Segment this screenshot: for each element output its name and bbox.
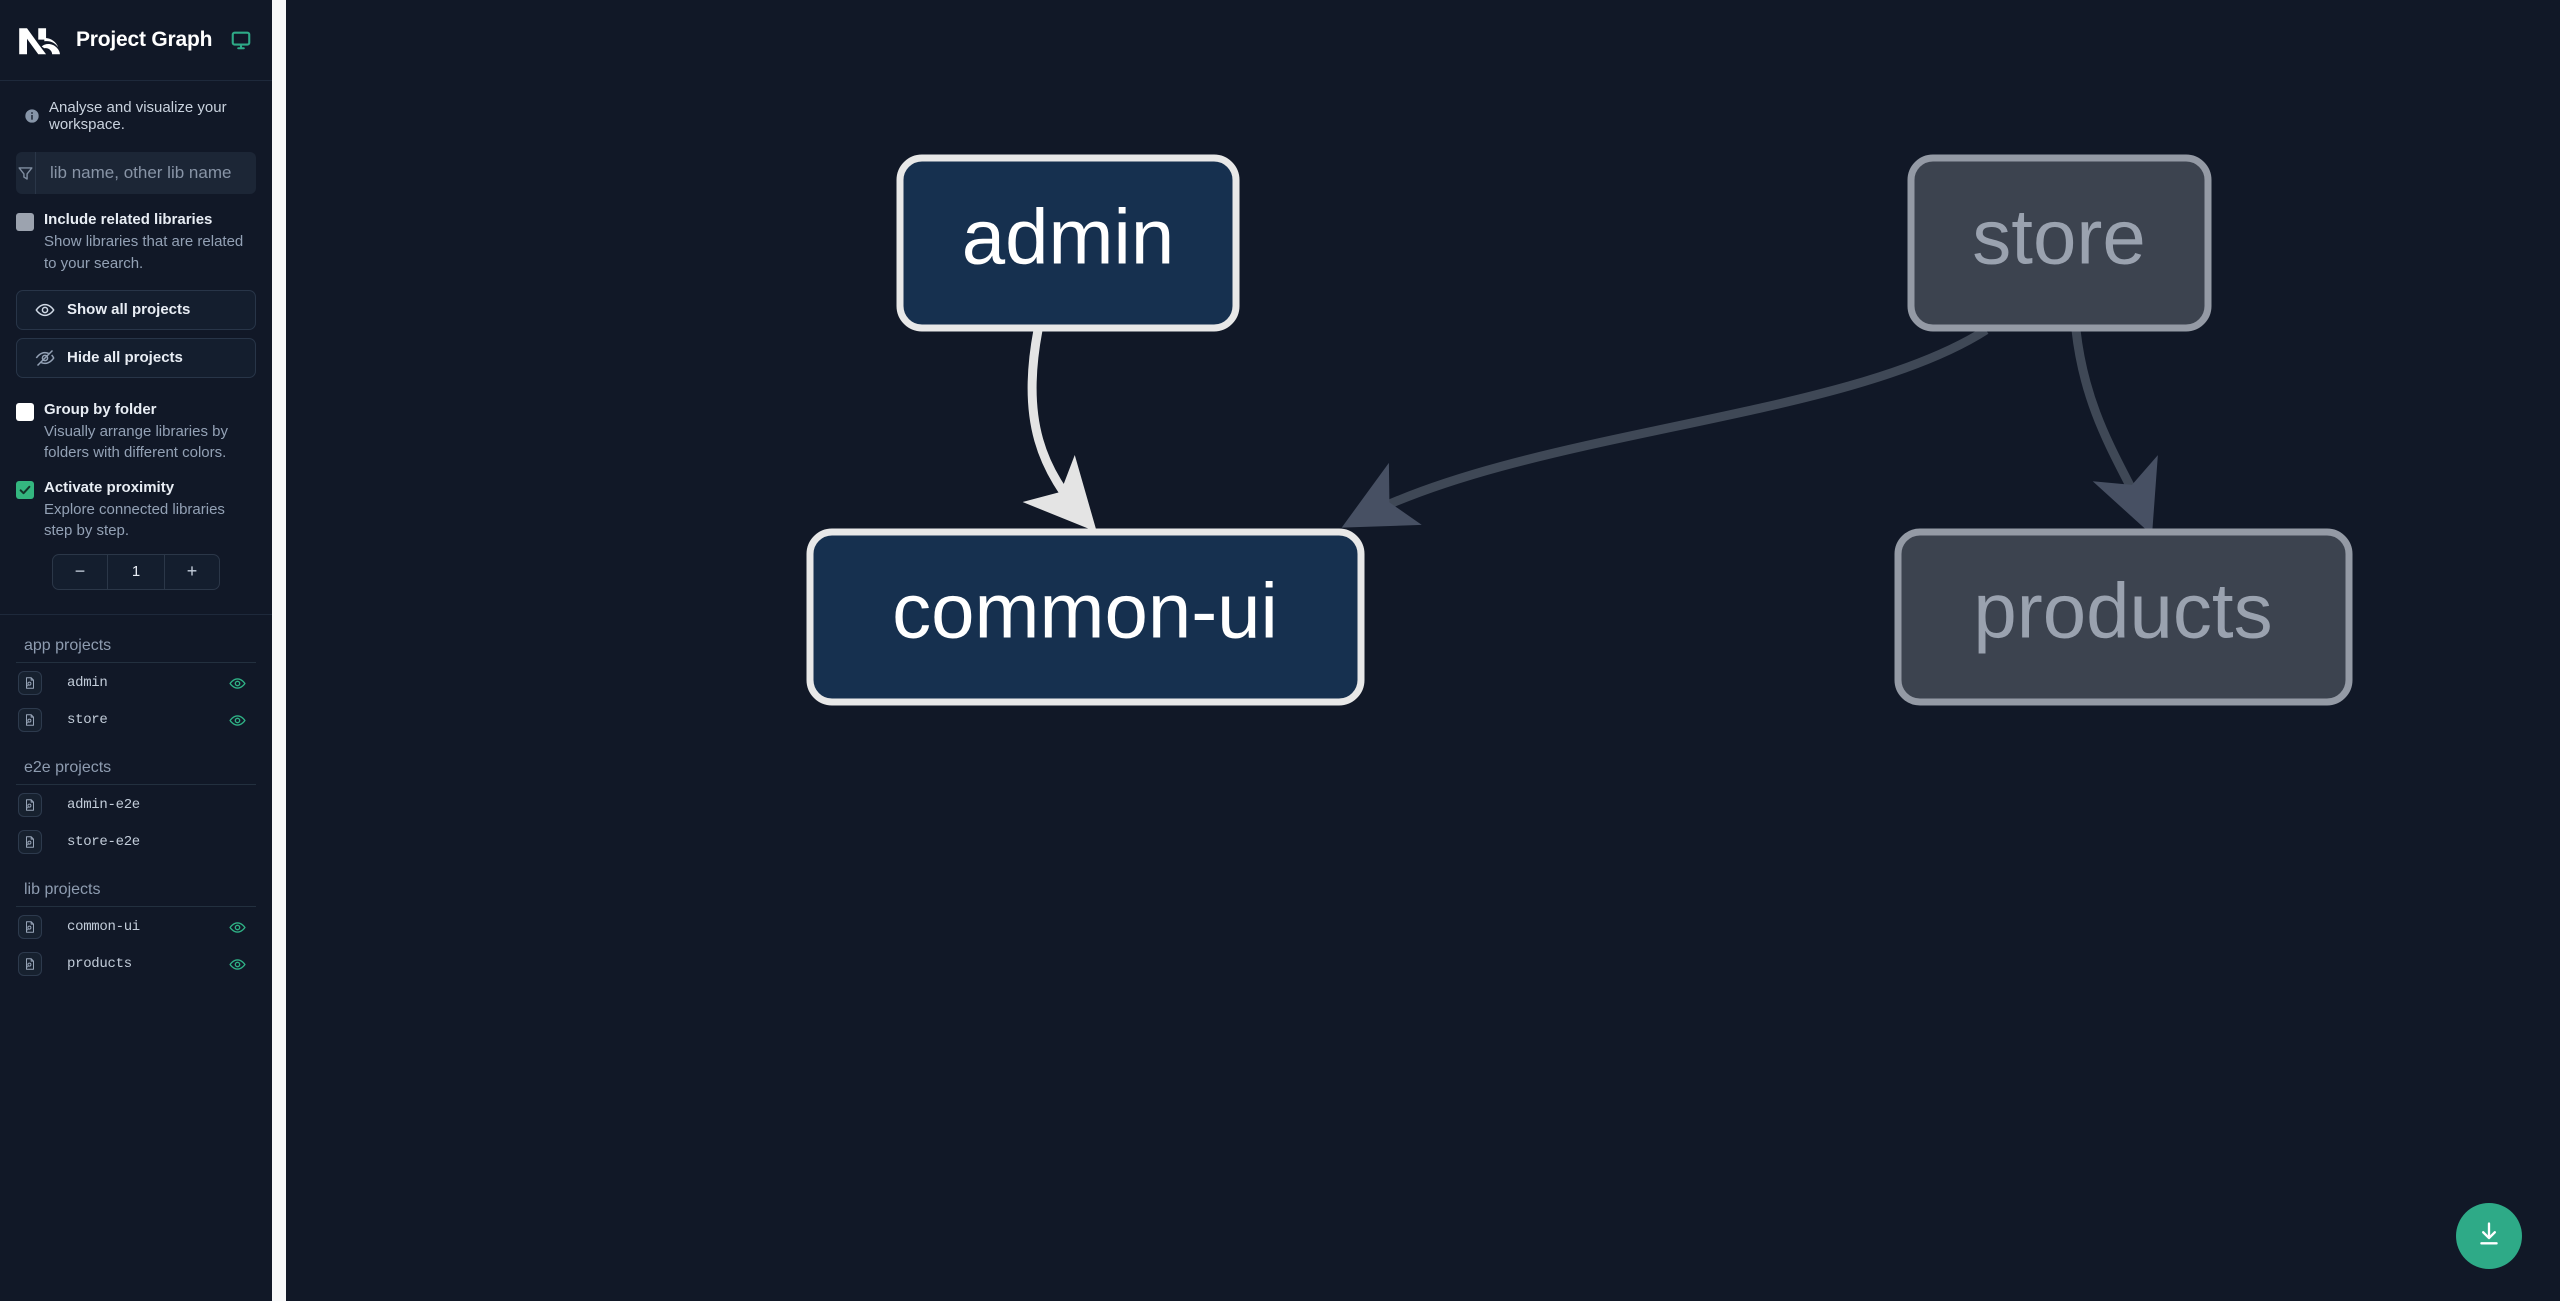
hide-all-projects-button[interactable]: Hide all projects — [16, 337, 256, 378]
nx-logo — [14, 20, 66, 60]
project-graph-canvas[interactable]: admin store common-ui products — [286, 0, 2560, 1301]
project-icon — [18, 671, 42, 696]
project-row-admin[interactable]: admin — [16, 667, 256, 700]
option-include-related-libraries[interactable]: Include related libraries Show libraries… — [0, 194, 272, 274]
project-group-e2e: e2e projects admin-e2e — [0, 737, 272, 859]
tagline-text: Analyse and visualize your workspace. — [49, 99, 227, 133]
group-title: app projects — [24, 636, 112, 654]
node-label-products: products — [1973, 567, 2272, 655]
tagline-row: Analyse and visualize your workspace. — [0, 81, 272, 133]
eye-icon[interactable] — [229, 675, 246, 692]
option-description: Visually arrange libraries by folders wi… — [44, 423, 228, 462]
page-title: Project Graph — [76, 28, 213, 51]
project-name: common-ui — [67, 919, 140, 936]
graph-svg: admin store common-ui products — [806, 154, 2353, 706]
option-activate-proximity[interactable]: Activate proximity Explore connected lib… — [0, 464, 272, 542]
project-icon — [18, 915, 42, 940]
project-group-lib: lib projects common-ui — [0, 859, 272, 981]
edge-admin-to-common-ui — [1022, 329, 1097, 533]
group-title: lib projects — [24, 880, 101, 898]
project-row-products[interactable]: products — [16, 948, 256, 981]
proximity-value: 1 — [107, 554, 165, 589]
search-box[interactable] — [16, 152, 256, 194]
proximity-decrement-button[interactable]: − — [74, 561, 86, 582]
project-name: store-e2e — [67, 834, 140, 851]
app-header: Project Graph — [0, 0, 272, 81]
checkbox-group-by-folder[interactable] — [16, 402, 34, 421]
graph-node-common-ui[interactable]: common-ui — [806, 528, 1365, 706]
hide-all-projects-label: Hide all projects — [67, 349, 183, 367]
node-rect-common-ui[interactable] — [806, 528, 1365, 706]
option-description: Show libraries that are related to your … — [44, 233, 244, 272]
option-label: Activate proximity — [44, 478, 175, 496]
node-rect-store[interactable] — [1907, 154, 2212, 332]
edge-store-to-common-ui — [1341, 326, 1989, 528]
eye-icon — [35, 300, 55, 320]
checkbox-include-related-libraries[interactable] — [16, 213, 34, 231]
eye-icon[interactable] — [229, 919, 246, 936]
option-label: Group by folder — [44, 400, 157, 418]
option-description: Explore connected libraries step by step… — [44, 500, 225, 540]
project-name: admin-e2e — [67, 797, 140, 814]
project-name: products — [67, 956, 132, 973]
project-row-admin-e2e[interactable]: admin-e2e — [16, 789, 256, 822]
project-icon — [18, 952, 42, 977]
info-icon — [24, 108, 40, 124]
node-label-common-ui: common-ui — [892, 567, 1278, 655]
graph-node-admin[interactable]: admin — [896, 154, 1240, 332]
filter-section — [0, 133, 272, 194]
project-row-store-e2e[interactable]: store-e2e — [16, 826, 256, 859]
show-all-projects-label: Show all projects — [67, 301, 191, 319]
node-label-store: store — [1972, 193, 2145, 281]
search-input[interactable] — [36, 152, 256, 194]
group-rule — [16, 661, 256, 663]
group-rule — [16, 783, 256, 785]
node-rect-admin[interactable] — [896, 154, 1240, 332]
graph-edges — [1022, 326, 2158, 536]
download-icon — [2475, 1220, 2503, 1253]
edge-store-to-products — [2071, 329, 2158, 536]
option-group-by-folder[interactable]: Group by folder Visually arrange librari… — [0, 386, 272, 464]
group-title: e2e projects — [24, 758, 112, 776]
graph-node-products[interactable]: products — [1894, 528, 2353, 706]
filter-icon — [16, 164, 35, 183]
sidebar-scrollbar[interactable] — [272, 0, 286, 1301]
sidebar-divider — [0, 613, 272, 615]
group-rule — [16, 905, 256, 907]
node-label-admin: admin — [962, 193, 1174, 281]
eye-icon[interactable] — [229, 956, 246, 973]
show-all-projects-button[interactable]: Show all projects — [16, 289, 256, 330]
graph-node-store[interactable]: store — [1907, 154, 2212, 332]
project-icon — [18, 793, 42, 818]
visibility-buttons: Show all projects Hide all projects — [0, 274, 272, 378]
scrollbar-thumb[interactable] — [272, 0, 286, 1301]
option-label: Include related libraries — [44, 211, 213, 228]
project-name: store — [67, 712, 108, 729]
project-group-app: app projects admin — [0, 615, 272, 737]
sidebar-scroll-area[interactable]: Project Graph — [0, 0, 272, 1301]
proximity-increment-button[interactable]: + — [186, 561, 198, 582]
sidebar: Project Graph — [0, 0, 272, 1301]
checkbox-activate-proximity[interactable] — [16, 480, 34, 499]
proximity-stepper: − 1 + — [0, 542, 272, 590]
project-row-store[interactable]: store — [16, 704, 256, 737]
project-icon — [18, 830, 42, 855]
filter-icon-cell — [16, 152, 36, 194]
download-graph-button[interactable] — [2456, 1203, 2522, 1269]
monitor-icon[interactable] — [230, 29, 252, 51]
project-icon — [18, 708, 42, 733]
project-row-common-ui[interactable]: common-ui — [16, 911, 256, 944]
node-rect-products[interactable] — [1894, 528, 2353, 706]
eye-icon[interactable] — [229, 712, 246, 729]
eye-off-icon — [35, 348, 55, 368]
project-name: admin — [67, 675, 108, 692]
